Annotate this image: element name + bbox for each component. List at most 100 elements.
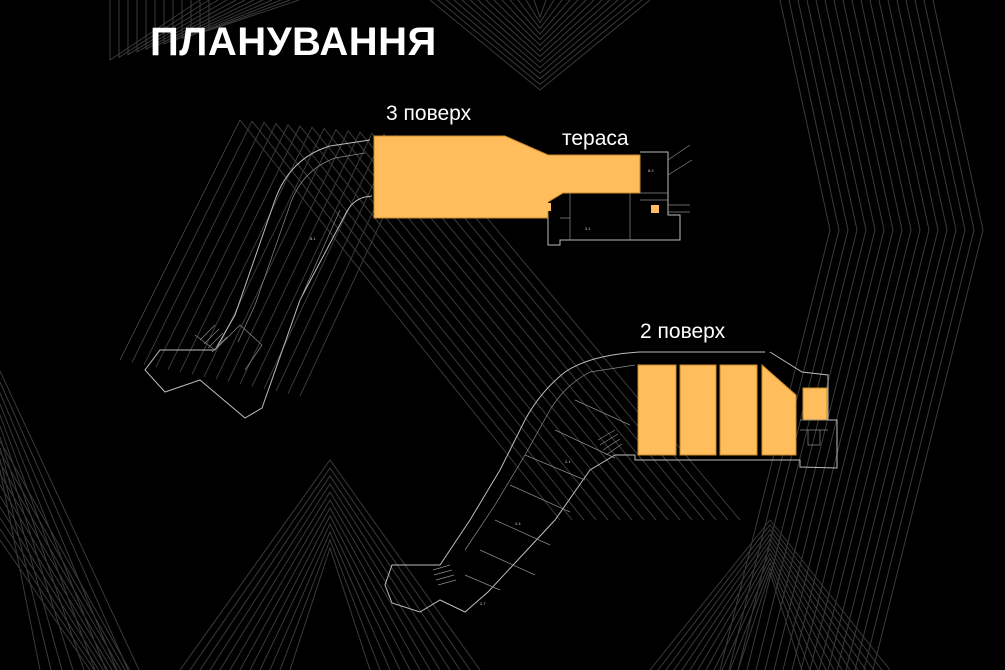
pattern-line — [533, 0, 547, 19]
pattern-line — [665, 528, 875, 670]
pattern-line — [737, 0, 849, 670]
pattern-line — [0, 436, 104, 670]
pattern-line — [477, 0, 603, 58]
floor-3-area — [373, 135, 641, 219]
pattern-line — [782, 0, 894, 670]
pattern-line — [809, 0, 921, 670]
pattern-line — [0, 458, 95, 670]
pattern-line — [657, 523, 883, 670]
pattern-line — [239, 506, 421, 670]
pattern-line — [746, 0, 858, 670]
pattern-line — [493, 0, 587, 46]
pattern-line — [461, 0, 619, 69]
pattern-line — [179, 459, 481, 670]
pattern-line — [791, 0, 903, 670]
pattern-line — [872, 0, 984, 670]
svg-text:2.7: 2.7 — [480, 601, 486, 606]
pattern-line — [437, 0, 643, 86]
pattern-line — [279, 538, 381, 670]
pattern-line — [0, 392, 122, 670]
pattern-line — [673, 533, 867, 670]
svg-text:8.1: 8.1 — [310, 236, 316, 241]
pattern-line — [181, 0, 273, 40]
pattern-line — [190, 0, 282, 37]
pattern-line — [800, 0, 912, 670]
svg-text:3.1: 3.1 — [585, 226, 591, 231]
pattern-line — [729, 566, 811, 670]
pattern-line — [0, 469, 91, 670]
pattern-line — [0, 370, 140, 670]
pattern-line — [721, 561, 819, 670]
pattern-line — [119, 119, 561, 521]
floor-2-unit-3 — [719, 364, 758, 456]
pattern-line — [289, 546, 371, 670]
pattern-line — [251, 132, 693, 521]
pattern-line — [143, 121, 585, 521]
pattern-line — [263, 133, 705, 521]
floor-2-unit-1 — [637, 364, 677, 456]
pattern-line — [836, 0, 948, 670]
pattern-line — [215, 128, 657, 521]
pattern-line — [501, 0, 579, 41]
pattern-line — [728, 0, 840, 670]
pattern-line — [179, 125, 621, 521]
pattern-line — [445, 0, 635, 80]
pattern-line — [155, 122, 597, 521]
pattern-line — [239, 131, 681, 521]
pattern-line — [0, 381, 129, 670]
pattern-line — [827, 0, 939, 670]
pattern-line — [208, 0, 300, 31]
svg-text:8.2: 8.2 — [648, 168, 654, 173]
pattern-line — [229, 499, 431, 670]
pattern-line — [209, 483, 451, 670]
terrace-label: тераса — [562, 127, 629, 150]
floor-3-label: 3 поверх — [386, 102, 472, 125]
pattern-line — [189, 467, 471, 670]
pattern-line — [172, 0, 264, 42]
pattern-line — [485, 0, 595, 52]
pattern-line — [773, 0, 885, 670]
floor-2-unit-2 — [679, 364, 717, 456]
pattern-line — [219, 491, 441, 670]
svg-text:2.1: 2.1 — [565, 459, 571, 464]
pattern-line — [854, 0, 966, 670]
pattern-line — [154, 0, 246, 48]
pattern-line — [764, 0, 876, 670]
pattern-line — [818, 0, 930, 670]
pattern-line — [136, 0, 228, 53]
pattern-line — [0, 403, 117, 670]
pattern-line — [118, 0, 210, 59]
pattern-line — [269, 530, 391, 670]
pattern-line — [429, 0, 651, 91]
pattern-line — [719, 0, 831, 670]
pattern-line — [517, 0, 563, 30]
pattern-line — [697, 547, 843, 670]
svg-text:2.4: 2.4 — [515, 521, 521, 526]
floor-2-unit-5 — [802, 387, 828, 421]
pattern-line — [227, 129, 669, 521]
pattern-line — [509, 0, 571, 35]
pattern-line — [145, 0, 237, 51]
floor-2-label: 2 поверх — [640, 320, 726, 343]
floor-2-unit-4 — [761, 363, 797, 456]
pattern-line — [755, 0, 867, 670]
pattern-line — [681, 538, 859, 670]
pattern-line — [163, 0, 255, 45]
floor-3-plan: 8.2 3.1 8.1 — [144, 135, 693, 419]
pattern-line — [199, 475, 461, 670]
pattern-line — [199, 0, 291, 34]
pattern-line — [649, 519, 891, 670]
pattern-line — [167, 123, 609, 521]
floor-2-plan: 2.1 2.4 2.7 — [384, 351, 838, 613]
pattern-line — [713, 557, 827, 670]
pattern-line — [689, 543, 851, 670]
pattern-line — [191, 126, 633, 521]
stair-hatch — [432, 429, 623, 586]
pattern-line — [525, 0, 555, 24]
pattern-line — [203, 127, 645, 521]
stair-hatch — [199, 324, 228, 353]
pattern-line — [127, 0, 219, 56]
pattern-line — [259, 522, 401, 670]
pattern-line — [109, 0, 201, 61]
